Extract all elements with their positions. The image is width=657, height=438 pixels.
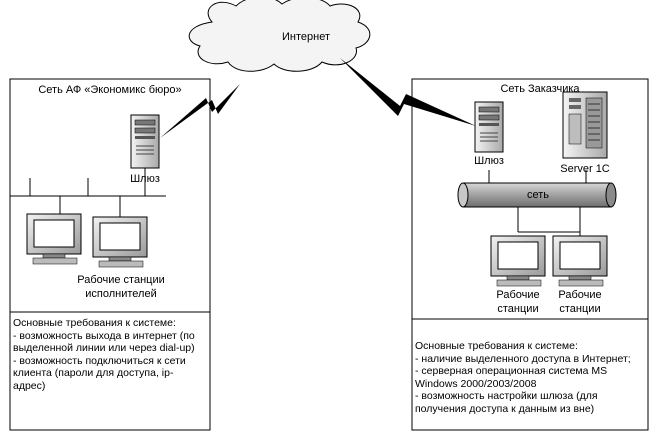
requirement-line: выделенной линии или через dial-up) — [13, 342, 195, 355]
requirement-line: Основные требования к системе: — [13, 317, 176, 329]
right-requirements-box — [411, 318, 649, 431]
right-workstation-1-label-line-2: станции — [497, 303, 538, 315]
requirement-line: - наличие выделенного доступа в Интернет… — [415, 352, 631, 365]
right-gateway-label: Шлюз — [474, 155, 504, 167]
server-1c-icon — [562, 91, 608, 159]
right-network: Сеть Заказчика сеть Шлюз — [411, 78, 649, 431]
right-workstation-2-label-line-1: Рабочие — [558, 289, 601, 301]
left-network-title: Сеть АФ «Экономикс бюро» — [38, 84, 181, 96]
left-network: Сеть АФ «Экономикс бюро» Шлюз — [9, 78, 211, 431]
right-network-title: Сеть Заказчика — [500, 83, 580, 95]
left-workstations-label-line-1: Рабочие станции — [77, 274, 165, 286]
left-workstations-label-line-2: исполнителей — [85, 288, 156, 300]
requirement-line: - возможность настройки шлюза (для — [415, 390, 598, 403]
network-pipe-label: сеть — [527, 189, 549, 201]
right-wan-link-icon — [340, 58, 476, 126]
requirement-line: адрес) — [13, 379, 46, 392]
left-gateway-label: Шлюз — [130, 173, 160, 185]
requirement-line: клиента (пароли для доступа, ip- — [13, 367, 174, 380]
requirement-line: - возможность выхода в интернет (по — [13, 329, 195, 342]
requirement-line: Основные требования к системе: — [415, 340, 578, 352]
left-gateway-server-icon — [130, 114, 160, 169]
right-requirements-text: Основные требования к системе: - наличие… — [415, 340, 647, 416]
requirement-line: получения доступа к данным из вне) — [415, 402, 595, 415]
right-gateway-server-icon — [474, 101, 504, 153]
internet-cloud: Интернет — [188, 0, 371, 72]
right-workstation-2-label-line-2: станции — [559, 303, 600, 315]
server-1c-label: Server 1C — [560, 163, 610, 175]
requirement-line: - возможность подключиться к сети — [13, 354, 186, 367]
right-workstation-2-icon — [552, 235, 608, 287]
requirement-line: Windows 2000/2003/2008 — [415, 377, 537, 390]
left-requirements-box — [9, 311, 211, 431]
cloud-label: Интернет — [282, 31, 330, 43]
right-workstation-1-icon — [490, 235, 546, 287]
network-pipe-icon — [457, 182, 617, 208]
left-workstation-2-icon — [92, 216, 148, 268]
right-workstation-1-label-line-1: Рабочие — [496, 289, 539, 301]
left-workstation-1-icon — [26, 213, 82, 265]
left-requirements-text: Основные требования к системе: - возможн… — [13, 317, 209, 393]
requirement-line: - серверная операционная система MS — [415, 365, 608, 378]
